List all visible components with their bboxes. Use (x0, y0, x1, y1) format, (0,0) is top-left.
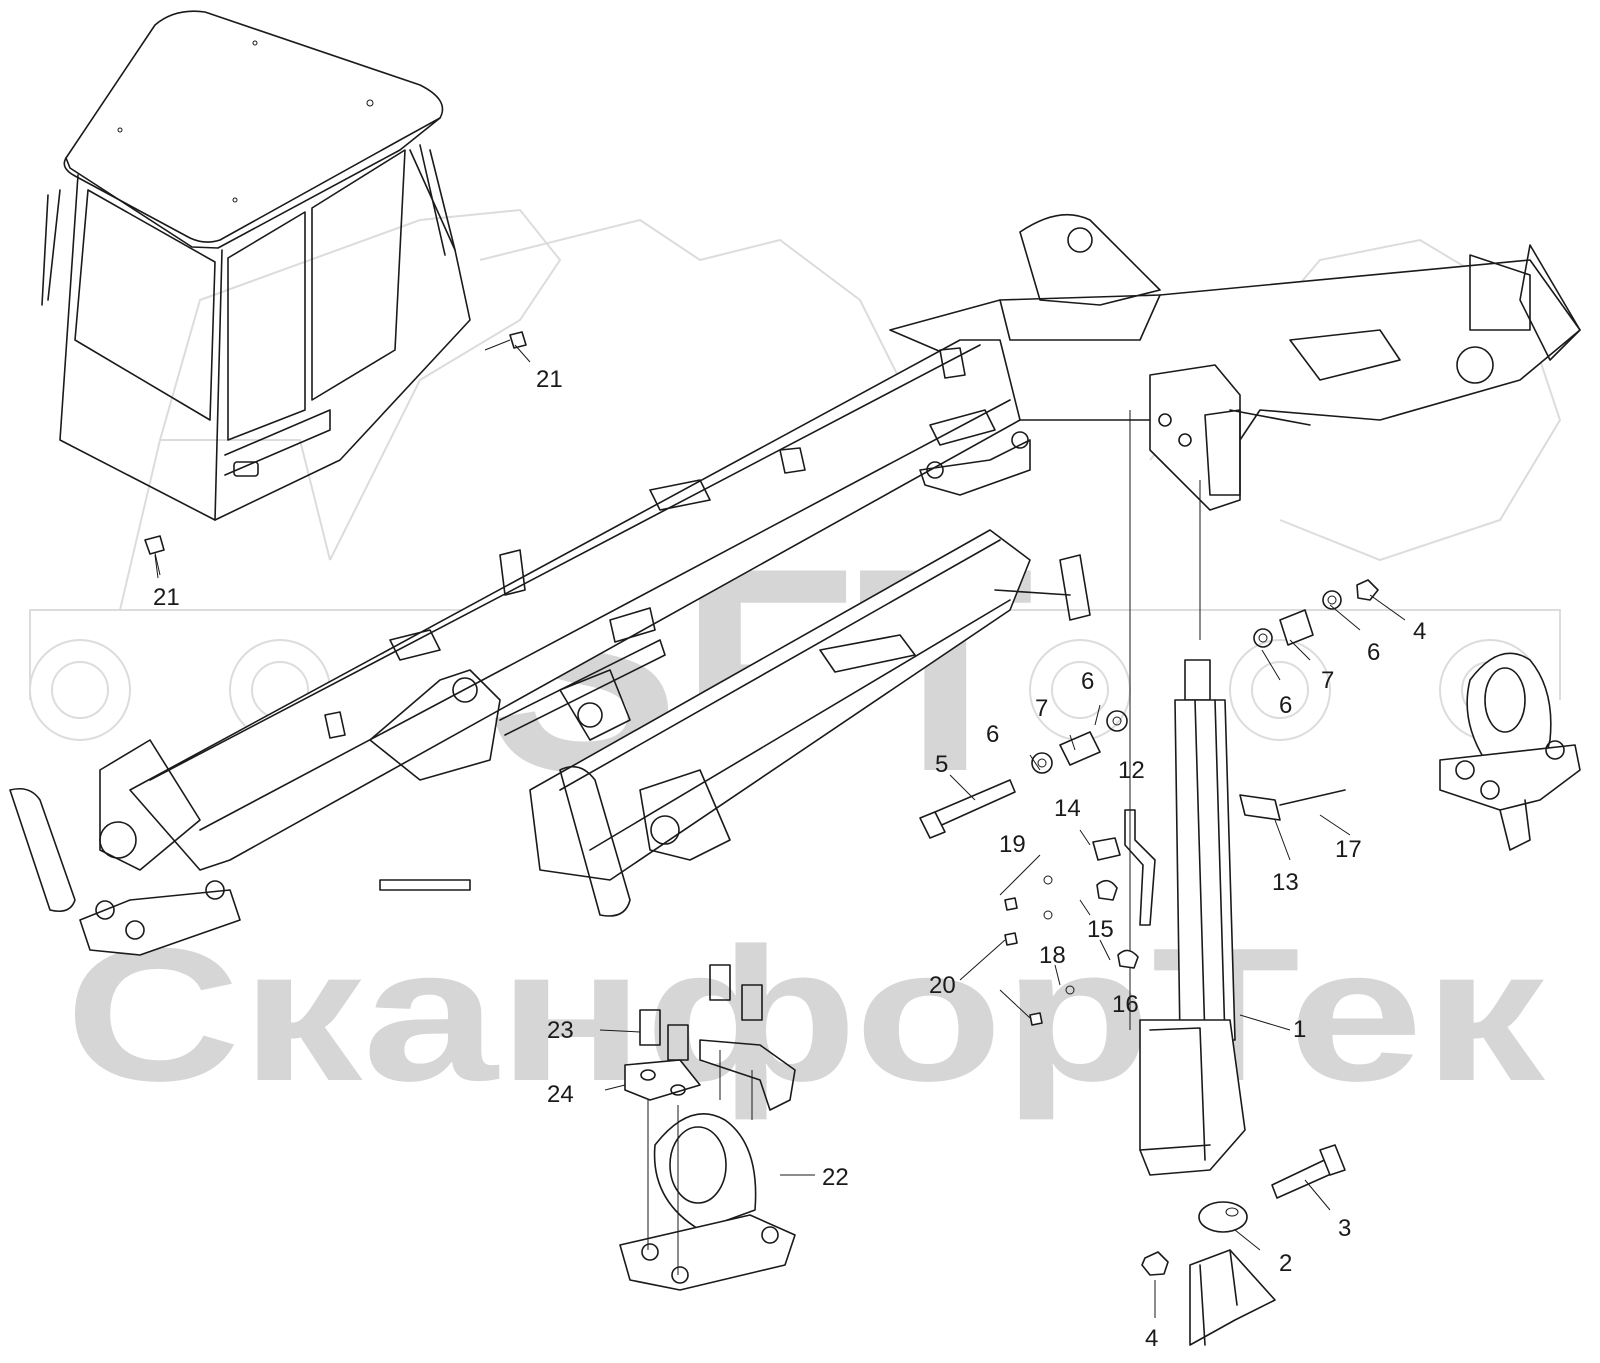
support-bracket-right (1439, 652, 1581, 851)
cab-assembly (41, 10, 471, 521)
right-long-beam (369, 529, 1091, 917)
callout-label: 24 (547, 1081, 574, 1108)
callout-label: 4 (1145, 1325, 1158, 1352)
callout-label: 13 (1272, 869, 1299, 896)
callout-label: 14 (1054, 795, 1081, 822)
callout-label: 3 (1338, 1215, 1351, 1242)
watermark-machine-icon (29, 208, 1562, 741)
callout-label: 12 (1118, 757, 1145, 784)
support-bracket-lower (619, 964, 796, 1291)
callout-label: 4 (1413, 618, 1426, 645)
leader-lines (154, 344, 1406, 1318)
callout-label: 21 (536, 366, 563, 393)
callout-label: 22 (822, 1164, 849, 1191)
callout-label: 17 (1335, 836, 1362, 863)
callout-label: 15 (1087, 916, 1114, 943)
callout-label: 21 (153, 584, 180, 611)
callout-label: 6 (1081, 668, 1094, 695)
callout-label: 18 (1039, 942, 1066, 969)
callout-label: 1 (1293, 1016, 1306, 1043)
callout-label: 2 (1279, 1250, 1292, 1277)
small-parts (144, 331, 1379, 1346)
watermark-brand: СканфорТек (65, 909, 1546, 1121)
callout-label: 16 (1112, 991, 1139, 1018)
callout-label: 23 (547, 1017, 574, 1044)
callout-labels: 21 21 4 6 7 6 6 7 6 5 12 14 19 17 13 15 … (153, 366, 1426, 1352)
callout-label: 6 (1279, 692, 1292, 719)
callout-label: 5 (935, 751, 948, 778)
callout-label: 7 (1321, 667, 1334, 694)
callout-label: 6 (986, 721, 999, 748)
callout-label: 19 (999, 831, 1026, 858)
callout-label: 20 (929, 972, 956, 999)
hydraulic-cylinder (1129, 410, 1246, 1176)
callout-label: 7 (1035, 695, 1048, 722)
main-frame (889, 213, 1581, 511)
left-long-beam (9, 339, 1031, 956)
callout-label: 6 (1367, 639, 1380, 666)
